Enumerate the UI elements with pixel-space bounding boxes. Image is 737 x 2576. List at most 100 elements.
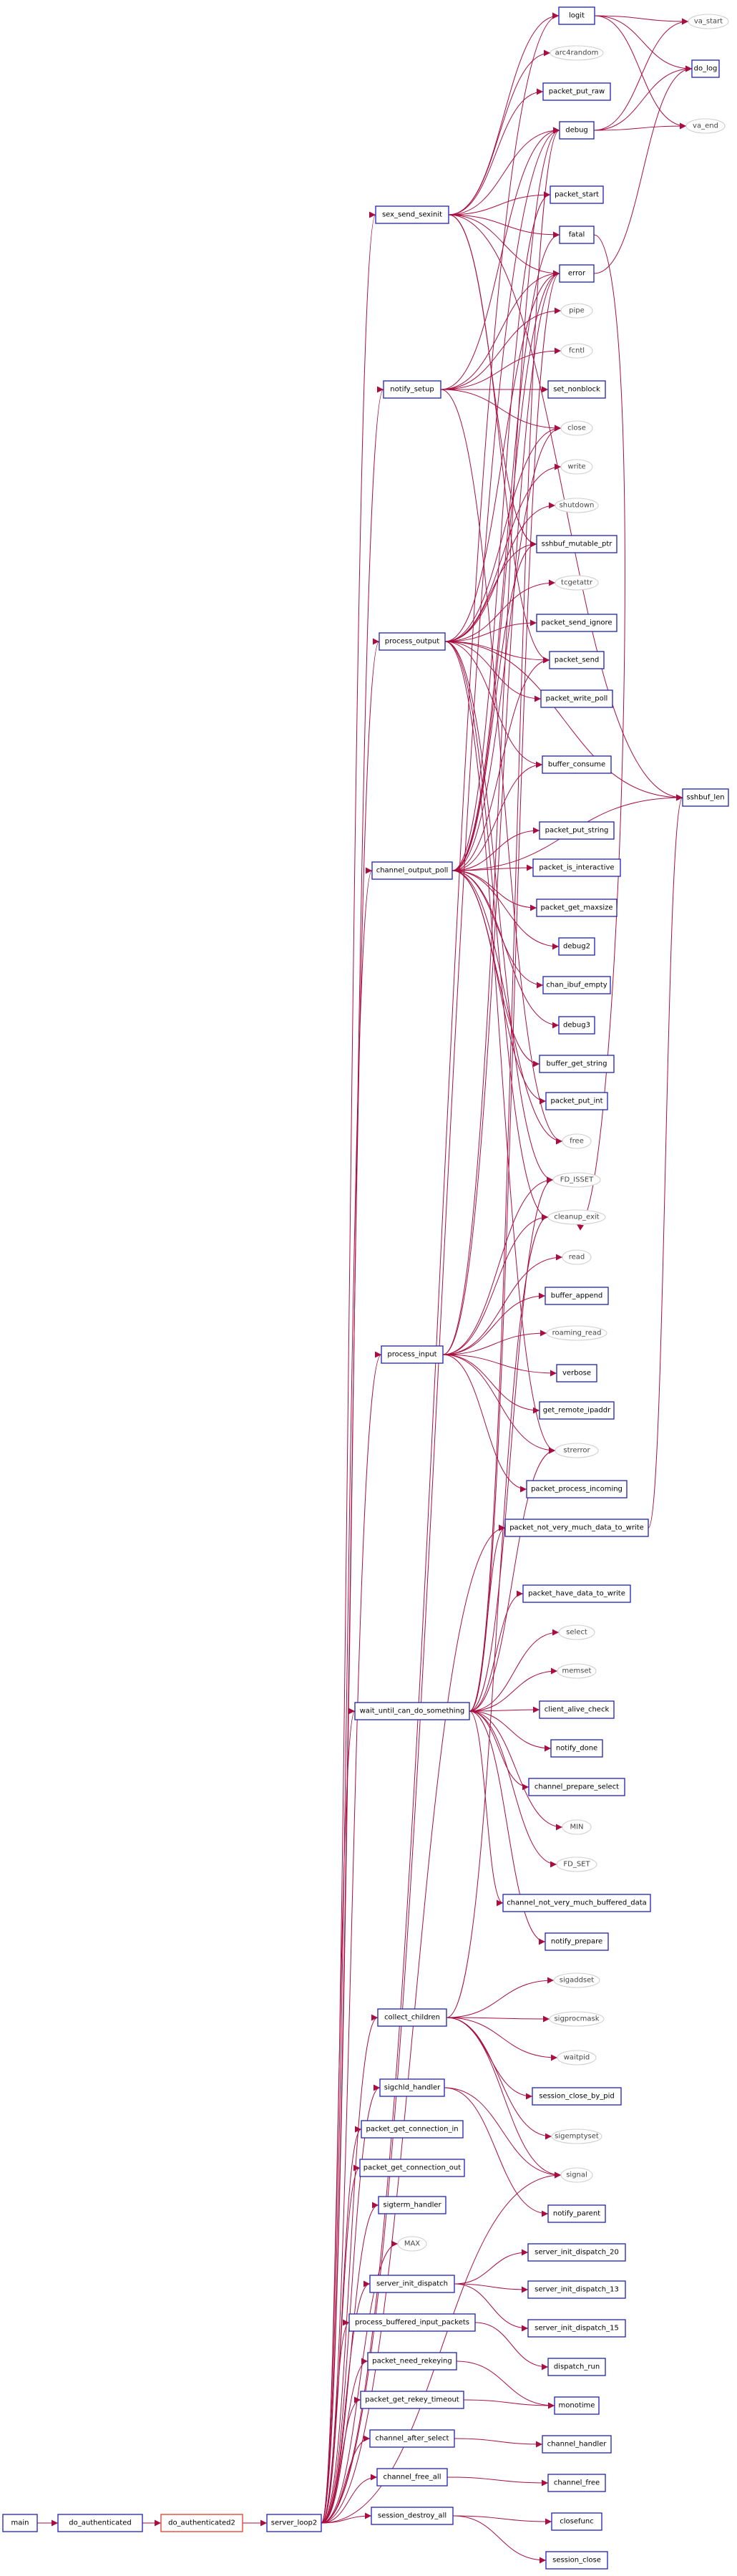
node-packet-start[interactable]: packet_start	[550, 185, 604, 204]
edge-process_input-to-verbose	[442, 1354, 557, 1377]
node-server-init-dispatch-15[interactable]: server_init_dispatch_15	[527, 2319, 626, 2338]
node-packet-put-string[interactable]: packet_put_string	[539, 821, 615, 840]
node-label: channel_output_poll	[376, 867, 449, 875]
node-debug3[interactable]: debug3	[558, 1016, 595, 1035]
node-shape	[526, 1480, 628, 1498]
node-dispatch-run[interactable]: dispatch_run	[547, 2358, 606, 2376]
node-wait-until-can-do-something[interactable]: wait_until_can_do_something	[354, 1702, 470, 1720]
node-label: logit	[569, 12, 585, 20]
node-packet-not-very-much-data-to-write[interactable]: packet_not_very_much_data_to_write	[504, 1519, 649, 1537]
node-logit[interactable]: logit	[558, 6, 595, 25]
node-server-init-dispatch-20[interactable]: server_init_dispatch_20	[527, 2243, 626, 2262]
node-process-input[interactable]: process_input	[381, 1345, 444, 1364]
node-server-init-dispatch-13[interactable]: server_init_dispatch_13	[527, 2280, 626, 2299]
node-main[interactable]: main	[2, 2514, 38, 2532]
node-label: debug	[565, 127, 588, 135]
node-sshbuf-mutable-ptr[interactable]: sshbuf_mutable_ptr	[536, 535, 618, 553]
node-packet-get-connection-out[interactable]: packet_get_connection_out	[359, 2159, 465, 2177]
node-session-destroy-all[interactable]: session_destroy_all	[371, 2507, 454, 2525]
node-get-remote-ipaddr[interactable]: get_remote_ipaddr	[539, 1401, 615, 1420]
node-set-nonblock[interactable]: set_nonblock	[547, 380, 606, 399]
node-label: FD_SET	[563, 1861, 590, 1869]
node-debug2[interactable]: debug2	[558, 937, 595, 956]
node-packet-have-data-to-write[interactable]: packet_have_data_to_write	[522, 1584, 631, 1603]
node-debug[interactable]: debug	[559, 121, 595, 140]
node-sex-send-sexinit[interactable]: sex_send_sexinit	[375, 205, 449, 224]
node-server-loop2[interactable]: server_loop2	[266, 2514, 322, 2532]
node-packet-process-incoming[interactable]: packet_process_incoming	[526, 1480, 628, 1498]
edge-channel_output_poll-to-packet_is_interactive	[452, 864, 534, 871]
node-packet-put-raw[interactable]: packet_put_raw	[542, 82, 611, 101]
node-buffer-consume[interactable]: buffer_consume	[542, 755, 612, 774]
node-channel-after-select[interactable]: channel_after_select	[369, 2429, 455, 2448]
node-packet-is-interactive[interactable]: packet_is_interactive	[532, 858, 621, 877]
node-shape	[542, 2435, 612, 2454]
node-channel-prepare-select[interactable]: channel_prepare_select	[528, 1778, 625, 1796]
node-label: arc4random	[555, 49, 599, 57]
edge-wait_until_can_do_something-to-error	[469, 270, 560, 1712]
node-packet-send[interactable]: packet_send	[549, 651, 605, 669]
node-channel-free[interactable]: channel_free	[547, 2474, 606, 2492]
node-closefunc[interactable]: closefunc	[551, 2512, 602, 2531]
node-label: sigprocmask	[554, 2015, 599, 2023]
node-do-log[interactable]: do_log	[691, 59, 720, 78]
node-notify-done[interactable]: notify_done	[550, 1739, 603, 1758]
node-server-init-dispatch[interactable]: server_init_dispatch	[369, 2275, 455, 2293]
node-packet-send-ignore[interactable]: packet_send_ignore	[536, 614, 618, 632]
node-channel-not-very-much-buffered-data[interactable]: channel_not_very_much_buffered_data	[502, 1894, 651, 1912]
node-shape	[527, 2243, 626, 2262]
node-label: server_init_dispatch_20	[535, 2249, 619, 2257]
edge-sex_send_sexinit-to-packet_put_raw	[448, 88, 544, 216]
node-label: sigemptyset	[555, 2133, 599, 2141]
node-shape	[532, 2087, 622, 2106]
node-label: packet_get_connection_out	[363, 2164, 461, 2172]
node-sshbuf-len[interactable]: sshbuf_len	[682, 788, 729, 807]
edge-wait_until_can_do_something-to-packet_have_data_to_write	[469, 1590, 524, 1712]
node-packet-get-connection-in[interactable]: packet_get_connection_in	[361, 2120, 464, 2139]
edge-notify_setup-to-fcntl	[440, 347, 562, 390]
node-do-authenticated[interactable]: do_authenticated	[57, 2514, 143, 2532]
node-packet-put-int[interactable]: packet_put_int	[545, 1092, 608, 1110]
node-notify-parent[interactable]: notify_parent	[547, 2204, 606, 2223]
node-shape	[369, 2429, 455, 2448]
node-collect-children[interactable]: collect_children	[377, 2008, 447, 2027]
node-verbose[interactable]: verbose	[556, 1364, 597, 1383]
edge-sex_send_sexinit-to-logit	[448, 12, 560, 216]
node-channel-free-all[interactable]: channel_free_all	[376, 2468, 448, 2487]
node-close: close	[560, 420, 593, 436]
node-channel-output-poll[interactable]: channel_output_poll	[371, 861, 453, 880]
node-packet-need-rekeying[interactable]: packet_need_rekeying	[367, 2352, 457, 2371]
node-sigchld-handler[interactable]: sigchld_handler	[379, 2078, 445, 2097]
node-notify-setup[interactable]: notify_setup	[383, 380, 441, 399]
node-packet-write-poll[interactable]: packet_write_poll	[540, 689, 613, 708]
node-session-close-by-pid[interactable]: session_close_by_pid	[532, 2087, 622, 2106]
node-shape	[560, 303, 593, 319]
node-monotime[interactable]: monotime	[554, 2396, 600, 2415]
node-buffer-append[interactable]: buffer_append	[545, 1287, 609, 1305]
node-shape	[545, 2551, 608, 2570]
node-label: session_close_by_pid	[539, 2093, 615, 2101]
node-label: packet_send_ignore	[541, 619, 612, 627]
node-label: server_init_dispatch_15	[535, 2325, 619, 2333]
node-do-authenticated2[interactable]: do_authenticated2	[160, 2514, 243, 2532]
node-process-buffered-input-packets[interactable]: process_buffered_input_packets	[348, 2313, 476, 2332]
node-fatal[interactable]: fatal	[559, 226, 595, 244]
node-chan-ibuf-empty[interactable]: chan_ibuf_empty	[542, 976, 611, 994]
node-packet-get-maxsize[interactable]: packet_get_maxsize	[536, 899, 618, 917]
node-channel-handler[interactable]: channel_handler	[542, 2435, 612, 2454]
node-buffer-get-string[interactable]: buffer_get_string	[539, 1055, 615, 1073]
node-packet-get-rekey-timeout[interactable]: packet_get_rekey_timeout	[360, 2391, 464, 2409]
node-shape	[354, 1702, 470, 1720]
node-process-output[interactable]: process_output	[379, 632, 446, 651]
node-session-close[interactable]: session_close	[545, 2551, 608, 2570]
edge-process_output-to-sshbuf_mutable_ptr	[444, 541, 537, 642]
node-sigterm-handler[interactable]: sigterm_handler	[378, 2196, 446, 2214]
edge-process_input-to-FD_ISSET	[442, 1176, 554, 1355]
node-shape	[550, 185, 604, 204]
node-label: signal	[566, 2171, 587, 2179]
node-notify-prepare[interactable]: notify_prepare	[545, 1932, 609, 1951]
edge-error-to-do_log	[593, 65, 693, 274]
node-error[interactable]: error	[559, 264, 595, 283]
node-client-alive-check[interactable]: client_alive_check	[539, 1700, 615, 1719]
